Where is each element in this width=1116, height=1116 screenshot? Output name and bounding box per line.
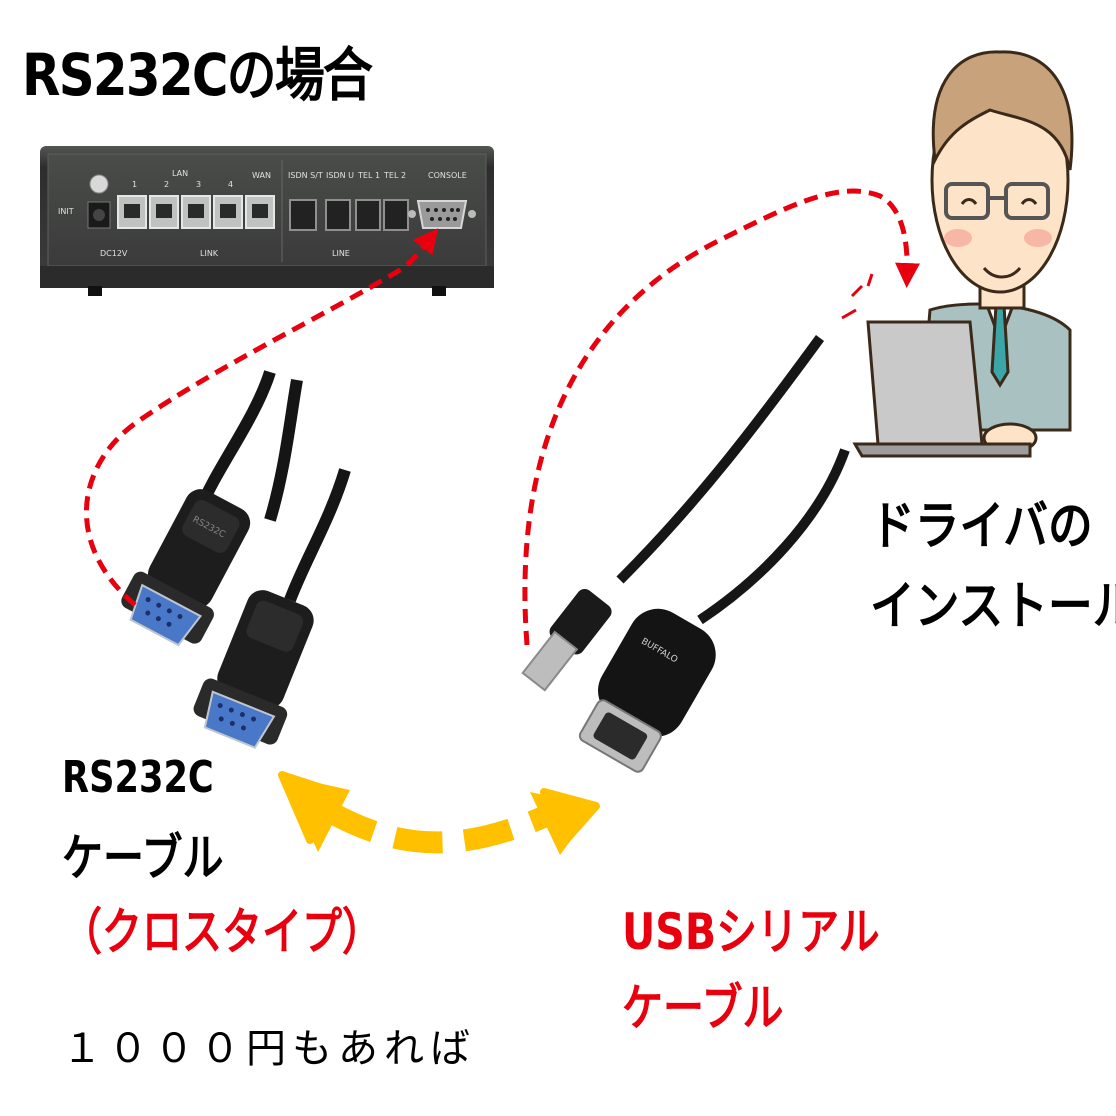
console-port [408, 200, 476, 229]
isdn-tel-ports [289, 199, 409, 231]
driver-install-label-line1: ドライバの [870, 497, 1093, 557]
exchange-arrow [278, 771, 600, 855]
label-tel1: TEL 1 [357, 171, 380, 180]
label-console: CONSOLE [428, 171, 467, 180]
route-rs232c-to-console [84, 228, 439, 607]
label-lan: LAN [172, 169, 188, 178]
rs232c-cable-type-label: （クロスタイプ） [62, 903, 382, 961]
rs232c-cable-image: RS232C [121, 370, 351, 749]
rs232c-cable-label-line1: RS232C [62, 752, 214, 803]
router-device: LAN 1 2 3 4 WAN ISDN S/T ISDN U TEL 1 TE… [40, 146, 494, 296]
sparkle-marks [841, 273, 874, 320]
usb-serial-cable-label-line2: ケーブル [622, 979, 784, 1037]
label-init: INIT [58, 207, 74, 216]
label-wan: WAN [252, 171, 271, 180]
page-title: RS232Cの場合 [22, 41, 373, 109]
label-lan-1: 1 [132, 180, 137, 189]
label-dc12v: DC12V [100, 249, 128, 258]
price-note: １０００円もあれば [62, 1026, 476, 1072]
driver-install-label-line2: インストール [870, 577, 1116, 637]
label-isdn-u: ISDN U [326, 171, 354, 180]
laptop-illustration [852, 320, 1032, 458]
route-usb-to-laptop [522, 188, 921, 646]
label-line: LINE [332, 249, 350, 258]
label-link: LINK [200, 249, 219, 258]
usb-serial-cable-label-line1: USBシリアル [622, 903, 880, 961]
label-lan-4: 4 [228, 180, 233, 189]
label-lan-3: 3 [196, 180, 201, 189]
label-tel2: TEL 2 [383, 171, 406, 180]
label-lan-2: 2 [164, 180, 169, 189]
rs232c-cable-label-line2: ケーブル [62, 829, 224, 887]
usb-serial-cable-image: BUFFALO [521, 335, 850, 773]
label-isdn-st: ISDN S/T [288, 171, 323, 180]
power-switch [89, 174, 109, 194]
